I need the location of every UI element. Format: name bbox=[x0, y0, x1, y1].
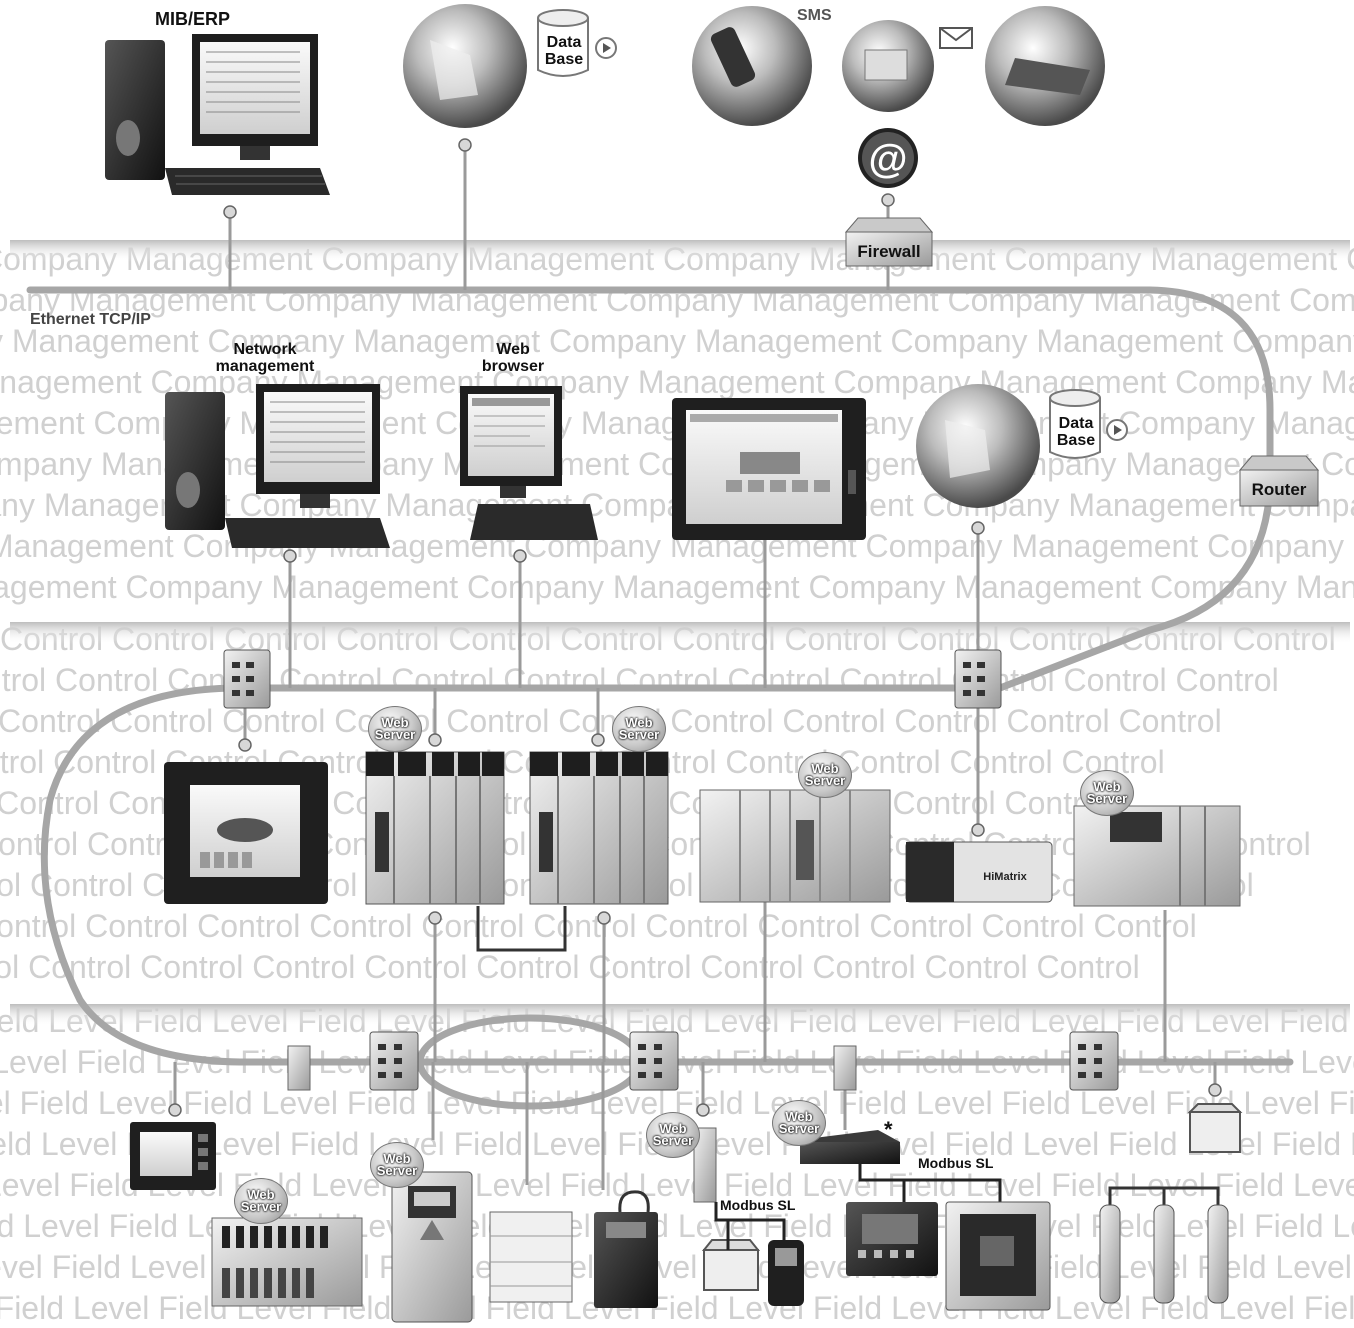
network-management-label: Network management bbox=[215, 341, 315, 375]
watermark-text: Field Level Field Level Field Level Fiel… bbox=[0, 1249, 1354, 1285]
watermark-text: Field Level Field Level Field Level Fiel… bbox=[0, 1208, 1354, 1244]
rack-link-cable bbox=[476, 906, 567, 952]
ethernet-backbone bbox=[26, 286, 1294, 1066]
hmi-panel-control bbox=[164, 762, 328, 904]
network-management-computer bbox=[165, 384, 390, 548]
ethernet-switch-control-right bbox=[954, 649, 1002, 709]
database-sphere-mid bbox=[916, 384, 1040, 508]
field-device-box-right bbox=[1187, 1103, 1243, 1153]
connection-dots bbox=[168, 138, 1222, 1117]
variable-speed-drive bbox=[391, 1171, 473, 1323]
watermark-text: Control Control Control Control Control … bbox=[0, 949, 1140, 985]
modbus-sl-label-left: Modbus SL bbox=[720, 1197, 796, 1213]
hmi-panel-large bbox=[672, 398, 866, 540]
field-band-bar bbox=[10, 1004, 1350, 1026]
drop-lines bbox=[173, 145, 1217, 1190]
watermark-text: Field Level Field Level Field Level Fiel… bbox=[0, 1290, 1354, 1326]
remote-pendant bbox=[768, 1240, 804, 1306]
sms-label: SMS bbox=[797, 7, 832, 24]
watermark-text: Control Control Control Control Control … bbox=[0, 908, 1197, 944]
company-band-bar bbox=[10, 240, 1350, 262]
router-device bbox=[1238, 455, 1320, 507]
hmi-panel-small bbox=[130, 1122, 216, 1190]
gateway-module bbox=[693, 1127, 717, 1203]
svg-text:HiMatrix: HiMatrix bbox=[983, 871, 1027, 883]
din-module-field-1 bbox=[287, 1045, 311, 1091]
modbus-gateway-unit bbox=[798, 1130, 900, 1164]
watermark-text: Company Management Company Management Co… bbox=[0, 364, 1354, 400]
watermark-text: Company Management Company Management Co… bbox=[0, 569, 1354, 605]
plc-rack-1 bbox=[365, 751, 505, 905]
modbus-device-left bbox=[701, 1239, 761, 1291]
plc-rack-2 bbox=[529, 751, 669, 905]
mib-erp-label: MIB/ERP bbox=[155, 9, 231, 29]
plc-compact-right bbox=[1073, 805, 1241, 907]
web-server-badge: Web Server bbox=[370, 1142, 424, 1188]
web-browser-label: Web browser bbox=[481, 341, 545, 375]
sms-phone-sphere bbox=[692, 6, 812, 126]
envelope-icon bbox=[939, 27, 973, 49]
compact-plc-field bbox=[489, 1211, 573, 1303]
watermark-text: Control Control Control Control Control … bbox=[0, 703, 1222, 739]
router-label: Router bbox=[1251, 480, 1307, 499]
ethernet-switch-control-left bbox=[223, 649, 271, 709]
watermark-text: Company Management Company Management Co… bbox=[0, 323, 1354, 359]
power-meter bbox=[846, 1202, 938, 1276]
modbus-cabling bbox=[714, 1158, 1002, 1250]
watermark-text: Field Level Field Level Field Level Fiel… bbox=[0, 1167, 1354, 1203]
firewall-label: Firewall bbox=[857, 242, 921, 261]
web-server-badge: Web Server bbox=[798, 752, 852, 798]
ethernet-switch-field-2 bbox=[629, 1031, 679, 1091]
ethernet-switch-field-1 bbox=[369, 1031, 419, 1091]
ethernet-switch-field-3 bbox=[1069, 1031, 1119, 1091]
asterisk-mark: * bbox=[884, 1117, 893, 1142]
database-top-label: Data Base bbox=[544, 34, 584, 68]
circuit-breaker bbox=[945, 1201, 1051, 1311]
database-cylinder-top-icon bbox=[537, 9, 617, 77]
modbus-sl-label-right: Modbus SL bbox=[918, 1155, 994, 1171]
web-browser-computer bbox=[460, 386, 598, 540]
web-server-badge: Web Server bbox=[612, 706, 666, 752]
web-server-badge: Web Server bbox=[234, 1178, 288, 1224]
svg-text:@: @ bbox=[868, 137, 907, 181]
plc-modular-light bbox=[699, 789, 891, 903]
database-mid-label: Data Base bbox=[1056, 415, 1096, 449]
field-sensors bbox=[1099, 1186, 1229, 1304]
motor-controller-dark bbox=[594, 1190, 658, 1308]
database-sphere-top bbox=[403, 4, 527, 128]
web-server-badge: Web Server bbox=[1080, 770, 1134, 816]
himatrix-controller: HiMatrix bbox=[905, 841, 1053, 903]
internet-at-icon: @ bbox=[858, 128, 918, 188]
firewall-device bbox=[844, 217, 934, 267]
web-server-badge: Web Server bbox=[772, 1100, 826, 1146]
ethernet-label: Ethernet TCP/IP bbox=[30, 311, 151, 328]
din-module-field-2 bbox=[833, 1045, 857, 1091]
distributed-io-island bbox=[211, 1217, 363, 1307]
web-server-badge: Web Server bbox=[646, 1112, 700, 1158]
laptop-sphere bbox=[985, 6, 1105, 126]
web-server-badge: Web Server bbox=[368, 706, 422, 752]
control-band-bar bbox=[10, 622, 1350, 644]
database-cylinder-mid-icon bbox=[1049, 389, 1128, 459]
email-sphere bbox=[842, 20, 934, 112]
mib-erp-computer bbox=[105, 34, 330, 195]
